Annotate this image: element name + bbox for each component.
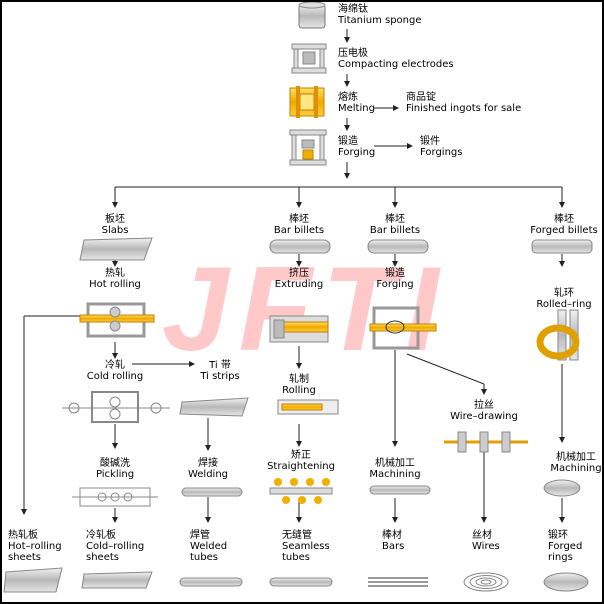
hot-rolling-sheet-icon bbox=[3, 567, 63, 593]
welded-tube-icon bbox=[179, 577, 243, 587]
pickling-tank-icon bbox=[72, 487, 158, 507]
machined-ring-icon bbox=[543, 479, 581, 497]
machined-bar-icon bbox=[369, 485, 431, 495]
welding-tube-icon bbox=[181, 487, 243, 497]
forged-ring-icon bbox=[543, 572, 589, 592]
press-icon bbox=[291, 43, 327, 74]
ti-strip-icon bbox=[179, 397, 249, 417]
forging-icon bbox=[369, 306, 437, 350]
melting-furnace-icon bbox=[289, 86, 325, 118]
forging-press-icon bbox=[289, 129, 327, 166]
cold-rolling-sheet-icon bbox=[81, 571, 153, 589]
wire-drawing-icon bbox=[444, 431, 528, 453]
bars-icon bbox=[368, 577, 428, 587]
tube-rolling-icon bbox=[277, 399, 339, 415]
straightening-icon bbox=[269, 478, 333, 504]
seamless-tube-icon bbox=[269, 577, 333, 587]
titanium-sponge-icon bbox=[298, 2, 326, 29]
ring-rolling-icon bbox=[536, 309, 580, 361]
bar-billet-icon-2 bbox=[367, 239, 429, 254]
bar-billet-icon bbox=[269, 239, 331, 254]
slab-icon bbox=[79, 237, 153, 261]
hot-rolling-mill-icon bbox=[79, 302, 155, 338]
forged-billet-icon bbox=[531, 239, 593, 254]
wire-coil-icon bbox=[463, 572, 509, 592]
cold-rolling-mill-icon bbox=[62, 391, 170, 423]
extruder-icon bbox=[269, 315, 329, 343]
